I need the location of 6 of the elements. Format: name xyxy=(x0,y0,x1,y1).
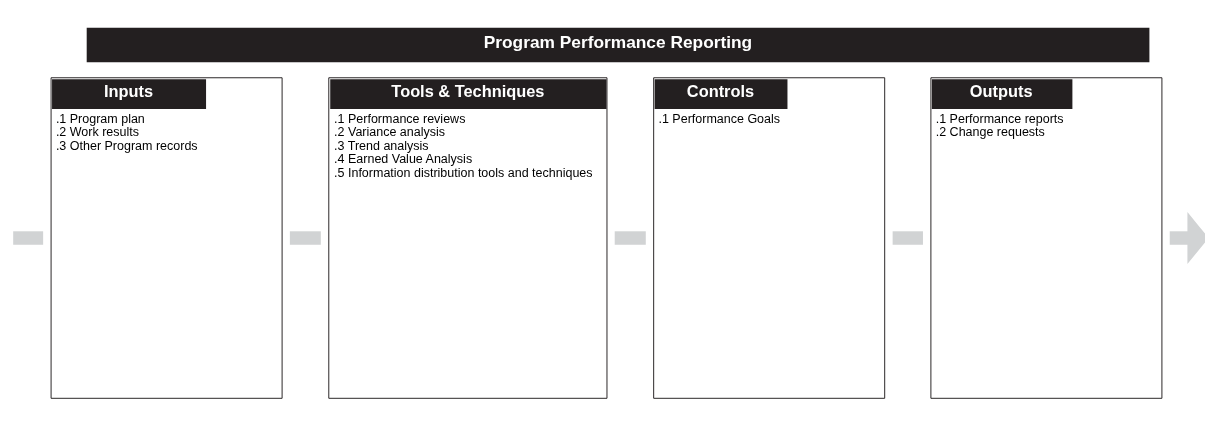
node-box: Program Performance Reporting xyxy=(86,27,1150,63)
connector xyxy=(13,231,44,245)
connector xyxy=(289,231,321,245)
connector xyxy=(614,231,646,245)
arrow xyxy=(1169,212,1205,264)
connector xyxy=(892,231,923,245)
